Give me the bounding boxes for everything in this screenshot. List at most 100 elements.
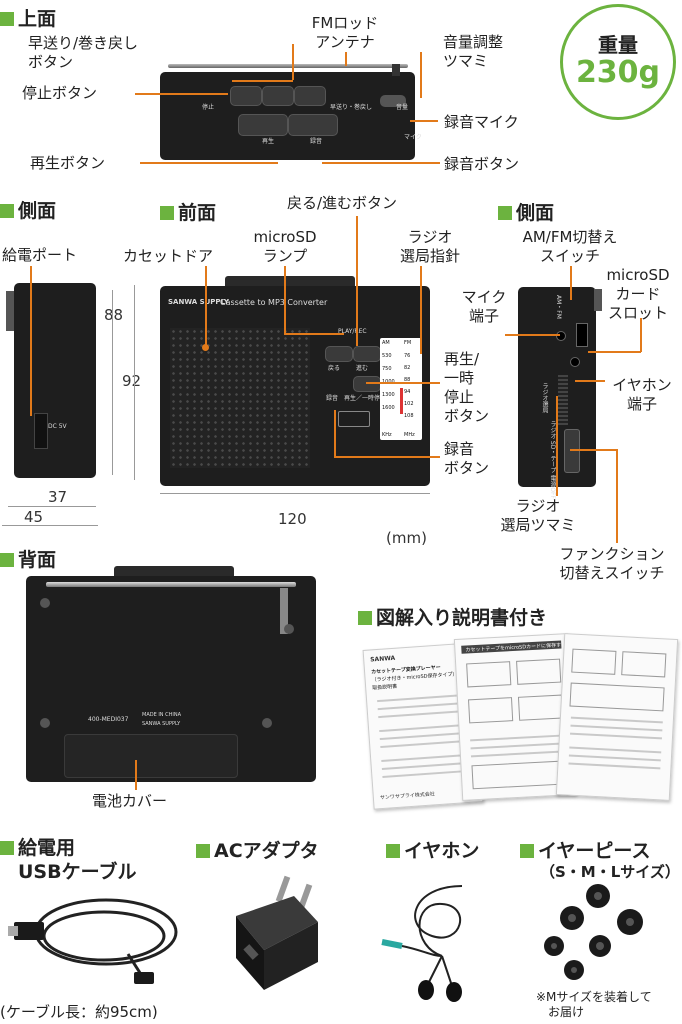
leader-rec	[322, 162, 440, 164]
back-antenna	[46, 582, 296, 587]
manual-pages: SANWA カセットテープ変換プレーヤー （ラジオ付き・microSD保存タイプ…	[362, 632, 679, 810]
label-rec: 録音ボタン	[444, 155, 520, 173]
leader-door	[205, 266, 207, 346]
leader-pointer	[420, 266, 422, 354]
leader-func-v	[616, 449, 618, 543]
dim-120: 120	[278, 510, 307, 528]
dim-line-37	[8, 506, 96, 507]
print-model: Cassette to MP3 Converter	[220, 298, 328, 307]
leader-amfm	[570, 266, 572, 300]
tuning-dial: AM FM 530750100013001600 76828894102108 …	[380, 338, 422, 440]
antenna-rod	[168, 64, 408, 68]
top-view-device: 停止 早送り・巻戻し 音量 再生 録音 マイク	[160, 60, 422, 160]
volume-knob[interactable]	[380, 95, 406, 107]
leader-stop	[135, 93, 228, 95]
front-pause-key[interactable]	[353, 376, 381, 392]
section-title-side-left: 側面	[0, 196, 56, 223]
screw-tr	[284, 624, 294, 634]
antenna-tip	[392, 64, 400, 76]
earpiece-sizes: （S・M・Lサイズ）	[540, 863, 680, 881]
rec-key[interactable]	[288, 114, 338, 136]
front-next-key[interactable]	[353, 346, 381, 362]
mic-jack[interactable]	[556, 331, 566, 341]
antenna-side	[6, 291, 14, 331]
back-handle	[114, 566, 234, 578]
back-antenna-hinge	[280, 588, 288, 634]
weight-badge: 重量 230g	[560, 4, 676, 120]
print-brand: SANWA SUPPLY	[168, 298, 230, 306]
earphone-image	[381, 885, 463, 1002]
label-earphone-jack: イヤホン端子	[612, 376, 672, 413]
dial-am-tick: 1300	[382, 392, 395, 398]
front-handle	[225, 276, 355, 288]
screw-bl	[40, 718, 50, 728]
print-mode: ラジオ SD・テープ 電源OFF	[549, 421, 556, 499]
back-device: 400-MEDI037 MADE IN CHINA SANWA SUPPLY	[26, 566, 316, 782]
section-title-front: 前面	[160, 198, 216, 225]
section-title-ac: ACアダプタ	[196, 836, 319, 863]
usb-cable-image	[8, 898, 178, 984]
dim-line-88	[112, 290, 113, 475]
manual-p2: カセットテープをmicroSDカードに保存する	[465, 642, 567, 654]
leader-front-rec-h	[334, 456, 440, 458]
section-title-earpiece: イヤーピース	[520, 836, 650, 863]
label-fm-antenna: FMロッドアンテナ	[311, 14, 379, 51]
dim-line-92	[134, 285, 135, 480]
leader-mic	[410, 120, 438, 122]
manual-brand: SANWA	[370, 654, 396, 664]
dial-fm-tick: 108	[404, 413, 414, 419]
left-side-device: DC 5V	[6, 283, 96, 478]
leader-back-next	[356, 216, 358, 346]
play-key[interactable]	[238, 114, 288, 136]
manual-fig6	[571, 648, 617, 675]
print-vol: 音量	[396, 104, 409, 111]
earphone-jack[interactable]	[570, 357, 580, 367]
label-radio-pointer: ラジオ選局指針	[399, 228, 460, 265]
front-device: SANWA SUPPLY Cassette to MP3 Converter P…	[160, 276, 430, 486]
rew-key[interactable]	[262, 86, 294, 106]
label-front-rec: 録音ボタン	[444, 440, 490, 477]
manual-fig5	[471, 760, 567, 790]
label-power-port: 給電ポート	[2, 246, 78, 264]
print-next: 進む	[356, 365, 369, 372]
dial-fm-tick: 94	[404, 389, 411, 395]
manual-fig2	[516, 658, 562, 685]
dial-am-tick: 530	[382, 353, 392, 359]
label-back-next: 戻る/進むボタン	[287, 194, 398, 212]
section-title-side-right: 側面	[498, 198, 554, 225]
label-play-pause: 再生/一時停止ボタン	[444, 350, 490, 425]
weight-label: 重量	[598, 33, 638, 57]
earpieces-image	[544, 884, 643, 980]
stop-key[interactable]	[230, 86, 262, 106]
battery-cover[interactable]	[64, 734, 238, 778]
front-back-key[interactable]	[325, 346, 353, 362]
sd-slot[interactable]	[576, 323, 588, 347]
dial-fm-tick: 88	[404, 377, 411, 383]
cable-length-note: (ケーブル長：約95cm)	[0, 1003, 158, 1021]
function-switch[interactable]	[564, 429, 580, 473]
antenna-right	[594, 289, 602, 311]
dim-45: 45	[24, 508, 44, 526]
leader-pause	[366, 382, 440, 384]
leader-play	[140, 162, 278, 164]
leader-sd-v	[640, 318, 642, 352]
cassette-window-mark	[338, 411, 370, 427]
print-stop: 停止	[202, 104, 215, 111]
ff-key[interactable]	[294, 86, 326, 106]
label-battery-cover: 電池カバー	[92, 792, 168, 810]
dial-mhz: MHz	[404, 432, 415, 438]
dial-pointer	[400, 388, 403, 414]
section-title-manual: 図解入り説明書付き	[358, 603, 547, 630]
print-front-rec: 録音	[326, 395, 339, 402]
label-mic-jack: マイク端子	[461, 288, 507, 325]
leader-power-port	[30, 266, 32, 416]
dim-37: 37	[48, 488, 68, 506]
leader-ff-h	[232, 80, 293, 82]
tuning-knob[interactable]	[558, 375, 568, 425]
label-mic: 録音マイク	[444, 113, 519, 131]
leader-func-h	[570, 449, 616, 451]
